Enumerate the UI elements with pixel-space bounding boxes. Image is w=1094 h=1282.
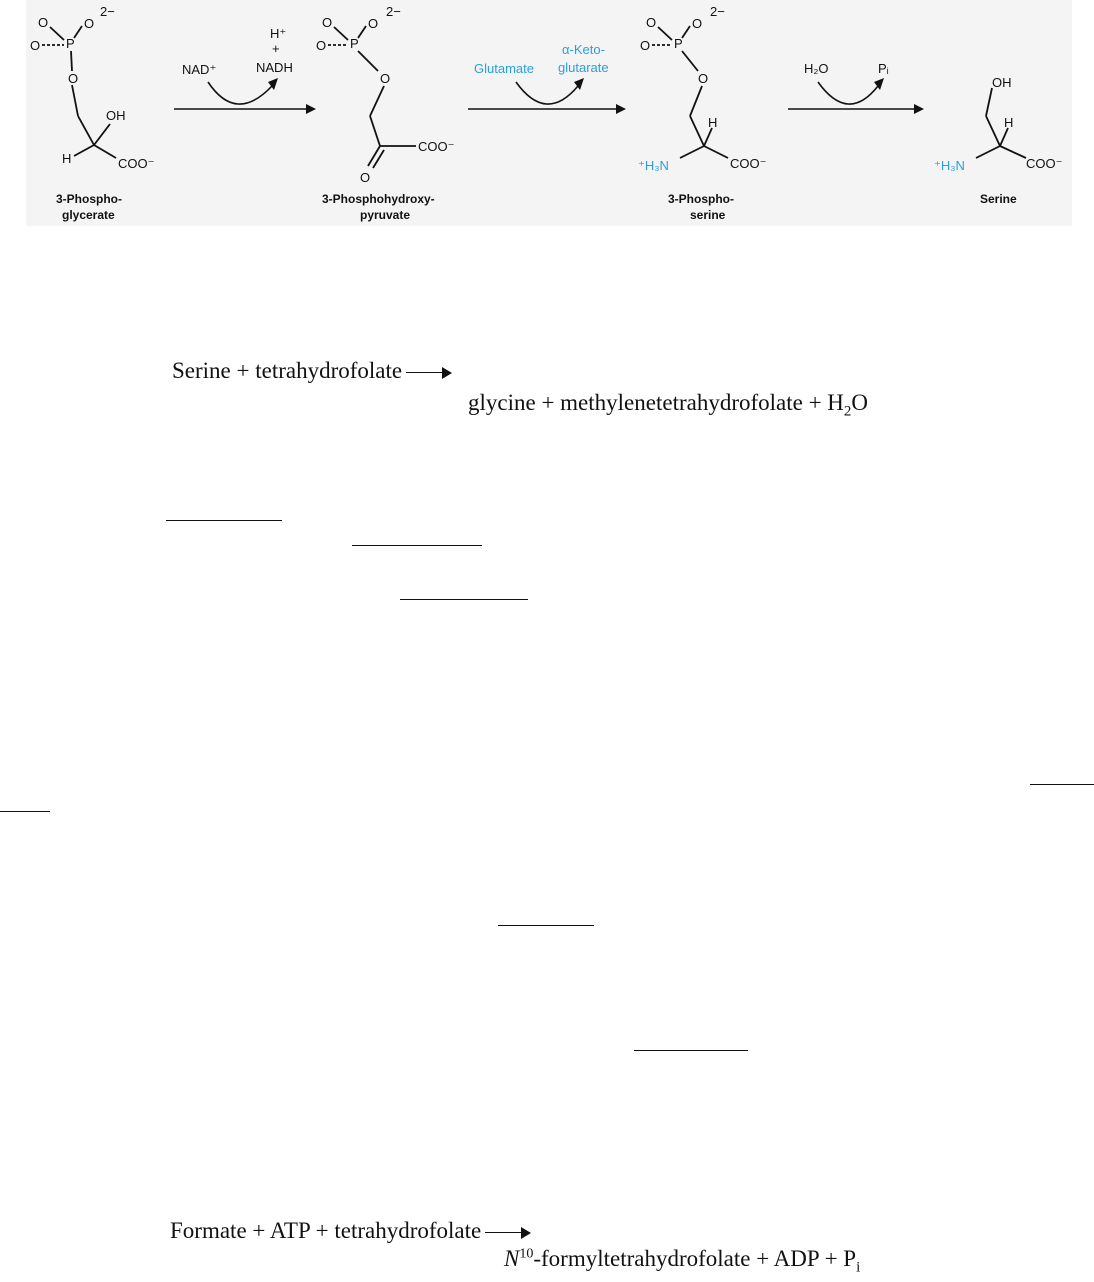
atom-h: H <box>1004 115 1013 130</box>
cofactor-in: NAD⁺ <box>182 62 216 77</box>
blank-line <box>352 545 482 546</box>
charge-label: 2− <box>386 4 401 19</box>
atom-o: O <box>316 38 326 53</box>
equation-1-reactants: Serine + tetrahydrofolate <box>172 358 403 383</box>
equation-2-n: N <box>504 1246 520 1271</box>
reaction-arrow-icon <box>485 1226 532 1240</box>
atom-p: P <box>350 36 359 51</box>
equation-2-left: Formate + ATP + tetrahydrofolate <box>170 1218 532 1244</box>
compound-serine: OH H ⁺H₃N COO⁻ Serine <box>934 75 1062 206</box>
compound-label: serine <box>690 208 726 222</box>
charge-label: 2− <box>100 4 115 19</box>
cofactor-in: Glutamate <box>474 61 534 76</box>
blank-line <box>400 599 528 600</box>
compound-3-phosphoglycerate: O O P 2− O O OH H COO⁻ 3-Phospho- glycer… <box>30 4 154 222</box>
reaction-arrow-step1: NAD⁺ H⁺ + NADH <box>174 26 316 114</box>
equation-2-subscript: i <box>856 1259 861 1276</box>
compound-label: 3-Phosphohydroxy- <box>322 192 435 206</box>
reaction-arrow-icon <box>406 366 453 380</box>
atom-o: O <box>380 71 390 86</box>
atom-oh: OH <box>992 75 1012 90</box>
atom-h3n: ⁺H₃N <box>934 158 965 173</box>
atom-o: O <box>646 15 656 30</box>
equation-1-products: glycine + methylenetetrahydrofolate + H <box>468 390 844 415</box>
atom-coo: COO⁻ <box>730 156 766 171</box>
compound-label: Serine <box>980 192 1017 206</box>
equation-2-superscript: 10 <box>519 1246 534 1262</box>
compound-label: glycerate <box>62 208 115 222</box>
atom-oh: OH <box>106 108 126 123</box>
equation-1-left: Serine + tetrahydrofolate <box>172 358 453 384</box>
compound-3-phosphoserine: O O P 2− O O H ⁺H₃N COO⁻ 3-Phospho- seri… <box>638 4 766 222</box>
cofactor-out: NADH <box>256 60 293 75</box>
atom-p: P <box>66 36 75 51</box>
cofactor-out: α-Keto- <box>562 42 605 57</box>
equation-2-reactants: Formate + ATP + tetrahydrofolate <box>170 1218 482 1243</box>
atom-o: O <box>368 16 378 31</box>
atom-coo: COO⁻ <box>1026 156 1062 171</box>
blank-line <box>1030 784 1094 785</box>
cofactor-out: + <box>272 41 280 56</box>
atom-o: O <box>68 71 78 86</box>
atom-coo: COO⁻ <box>118 156 154 171</box>
atom-o: O <box>360 170 370 185</box>
compound-label: 3-Phospho- <box>56 192 122 206</box>
equation-1-tail: O <box>851 390 869 415</box>
compound-label: pyruvate <box>360 208 410 222</box>
atom-p: P <box>674 36 683 51</box>
cofactor-out: glutarate <box>558 60 609 75</box>
reaction-arrow-step3: H₂O Pᵢ <box>788 61 924 114</box>
charge-label: 2− <box>710 4 725 19</box>
equation-2-right: N10-formyltetrahydrofolate + ADP + Pi <box>504 1246 860 1277</box>
blank-line <box>0 811 50 812</box>
atom-h3n: ⁺H₃N <box>638 158 669 173</box>
atom-h: H <box>708 115 717 130</box>
cofactor-in: H₂O <box>804 61 829 76</box>
atom-o: O <box>692 16 702 31</box>
blank-line <box>498 925 594 926</box>
atom-coo: COO⁻ <box>418 139 454 154</box>
cofactor-out: Pᵢ <box>878 61 889 76</box>
serine-biosynthesis-pathway: O O P 2− O O OH H COO⁻ 3-Phospho- glycer… <box>26 0 1072 226</box>
blank-line <box>634 1050 748 1051</box>
equation-2-products: -formyltetrahydrofolate + ADP + P <box>533 1246 857 1271</box>
blank-line <box>166 520 282 521</box>
atom-o: O <box>698 71 708 86</box>
atom-o: O <box>38 15 48 30</box>
atom-o: O <box>30 38 40 53</box>
atom-h: H <box>62 151 71 166</box>
equation-1-subscript: 2 <box>843 403 852 420</box>
atom-o: O <box>322 15 332 30</box>
equation-1-right: glycine + methylenetetrahydrofolate + H2… <box>468 390 868 421</box>
atom-o: O <box>640 38 650 53</box>
reaction-arrow-step2: Glutamate α-Keto- glutarate <box>468 42 626 114</box>
cofactor-out: H⁺ <box>270 26 286 41</box>
compound-3-phosphohydroxypyruvate: O O P 2− O O COO⁻ O 3-Phosphohydroxy- py… <box>316 4 454 222</box>
atom-o: O <box>84 16 94 31</box>
pathway-diagram: O O P 2− O O OH H COO⁻ 3-Phospho- glycer… <box>30 4 1062 222</box>
compound-label: 3-Phospho- <box>668 192 734 206</box>
